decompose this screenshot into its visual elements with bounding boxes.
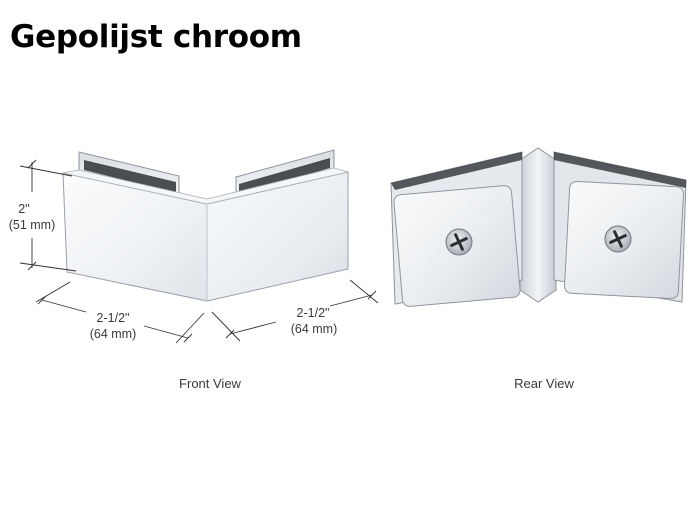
front-view-clamp	[62, 149, 349, 302]
left-width-mm-label: (64 mm)	[90, 327, 137, 341]
height-inch-label: 2"	[18, 202, 29, 216]
right-width-mm-label: (64 mm)	[291, 322, 338, 336]
height-mm-label: (51 mm)	[9, 218, 56, 232]
rear-view-clamp	[390, 147, 687, 307]
dimension-height	[19, 159, 77, 272]
front-left-face	[62, 172, 208, 302]
page-title: Gepolijst chroom	[10, 19, 302, 55]
left-screw-icon	[445, 228, 473, 256]
rear-spine	[519, 147, 557, 303]
dimension-left-width	[35, 281, 205, 344]
rear-view-caption: Rear View	[514, 376, 574, 391]
right-screw-icon	[604, 225, 632, 253]
dimension-right-width	[211, 279, 379, 342]
front-right-face	[206, 171, 349, 302]
front-view-caption: Front View	[179, 376, 242, 391]
right-width-inch-label: 2-1/2"	[297, 306, 330, 320]
left-width-inch-label: 2-1/2"	[97, 311, 130, 325]
